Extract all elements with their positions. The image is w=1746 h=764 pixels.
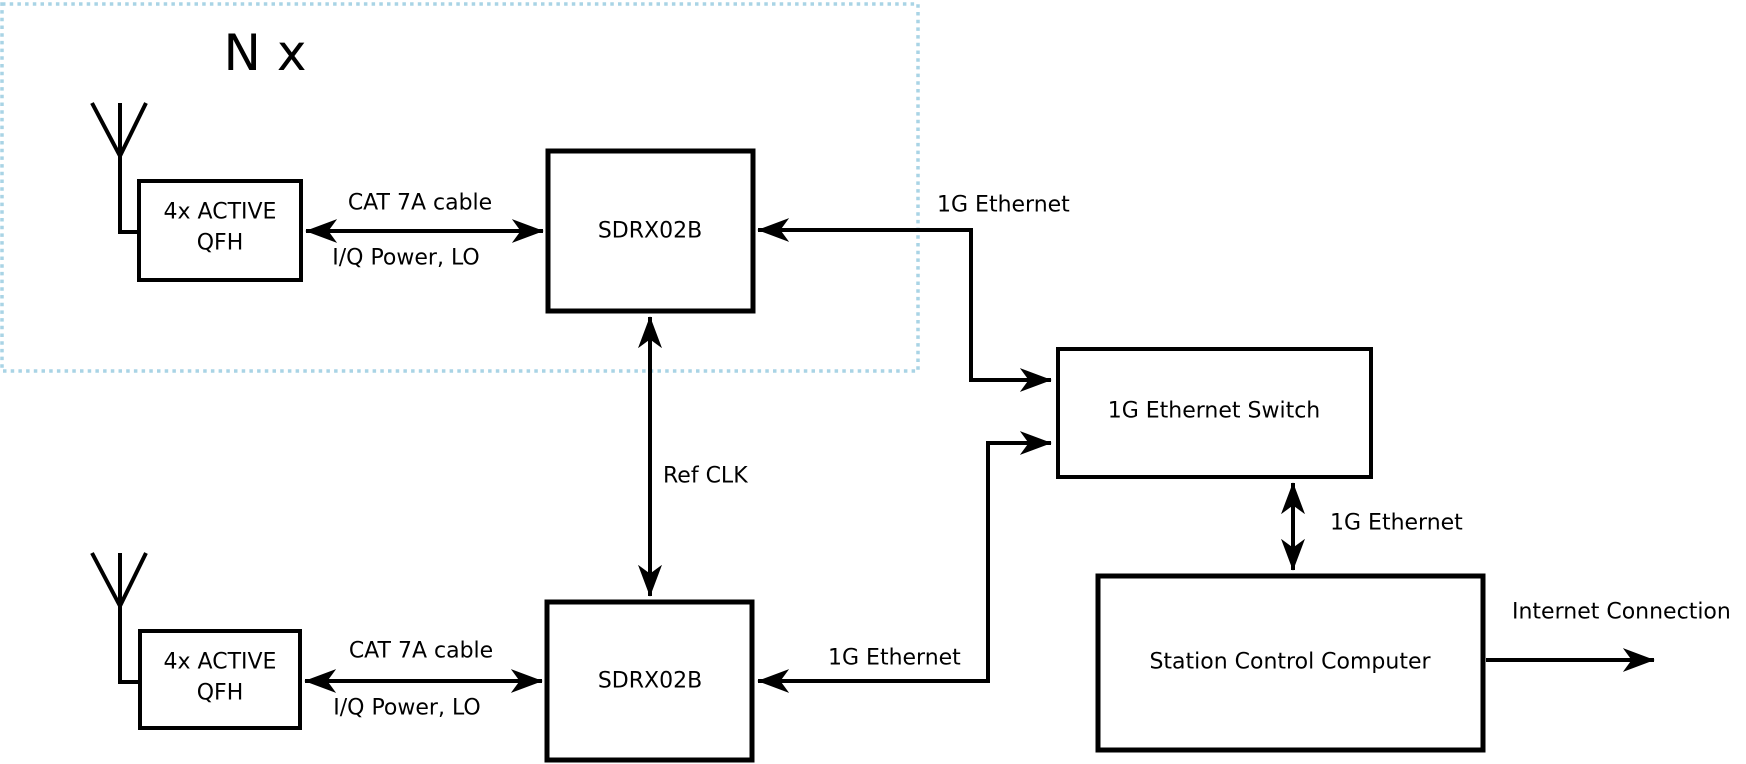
eth-bottom-label: 1G Ethernet [828, 646, 961, 671]
cat7a-bottom-label-above: CAT 7A cable [349, 639, 493, 664]
qfh-bottom-box [138, 629, 302, 730]
internet-label: Internet Connection [1512, 600, 1731, 625]
cat7a-top-label-below: I/Q Power, LO [332, 246, 480, 271]
ethernet-switch-box [1056, 347, 1373, 479]
sdrx-top-label: SDRX02B [598, 219, 702, 244]
qfh-top-label-line2: QFH [197, 231, 244, 256]
eth-bottom-arrow [757, 431, 1052, 693]
nx-group-label: N x [224, 24, 307, 82]
nx-group-box [0, 2, 920, 373]
eth-switch-station-label: 1G Ethernet [1330, 511, 1463, 536]
eth-top-label: 1G Ethernet [937, 193, 1070, 218]
station-computer-label: Station Control Computer [1149, 650, 1431, 675]
cat7a-top-label-above: CAT 7A cable [348, 191, 492, 216]
qfh-top-box [137, 179, 303, 282]
cat7a-bottom-label-below: I/Q Power, LO [333, 696, 481, 721]
sdrx-top-box [545, 148, 756, 314]
station-computer-box [1095, 573, 1486, 753]
eth-top-arrow [757, 218, 1052, 392]
refclk-label: Ref CLK [663, 464, 748, 489]
antenna-icon-top [90, 102, 148, 234]
sdrx-bottom-box [544, 599, 755, 763]
qfh-bottom-label-line2: QFH [197, 681, 244, 706]
ethernet-switch-label: 1G Ethernet Switch [1108, 399, 1321, 424]
qfh-bottom-label-line1: 4x ACTIVE [164, 650, 277, 675]
sdrx-bottom-label: SDRX02B [598, 669, 702, 694]
antenna-icon-bottom [90, 552, 148, 684]
qfh-top-label-line1: 4x ACTIVE [164, 200, 277, 225]
